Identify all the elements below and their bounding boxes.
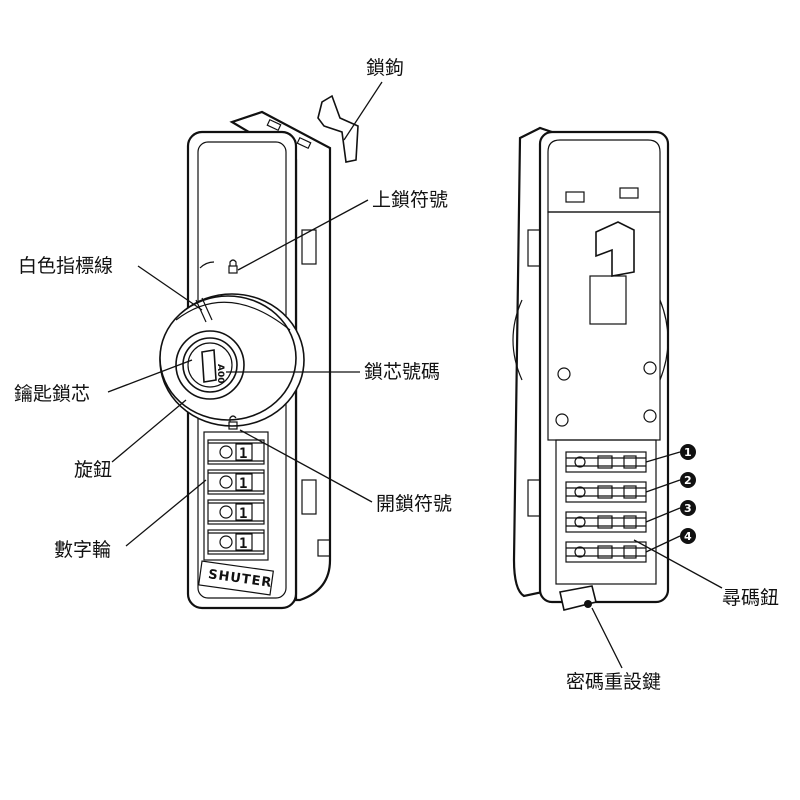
side-bulge-left	[512, 299, 523, 381]
label-code-reset-key: 密碼重設鍵	[566, 671, 661, 693]
screw	[555, 413, 569, 427]
label-white-indicator-line: 白色指標線	[18, 255, 113, 277]
hook-slot	[589, 275, 627, 325]
label-latch-hook: 鎖鉤	[366, 57, 404, 79]
key-cylinder: A00	[175, 330, 245, 400]
number-wheel[interactable]: 1	[207, 469, 265, 495]
wheel-digit: 1	[239, 446, 247, 462]
wheel-zero-mark	[219, 445, 233, 459]
label-key-cylinder-number: 鎖芯號碼	[364, 361, 440, 383]
cylinder-code: A00	[215, 364, 225, 384]
button-marker: 1	[645, 444, 696, 463]
label-unlock-symbol: 開鎖符號	[376, 493, 452, 515]
button-marker: 2	[645, 472, 696, 493]
callout-labels: 鎖鉤 上鎖符號 白色指標線 鎖芯號碼 鑰匙鎖芯 旋鈕 開鎖符號 數字輪 尋碼鈕 …	[14, 57, 779, 693]
marker-number: 1	[684, 446, 692, 459]
screw	[643, 361, 657, 375]
number-wheel[interactable]: 1	[207, 499, 265, 525]
wheel-zero-mark	[219, 505, 233, 519]
button-markers: 1 2 3 4	[645, 444, 696, 553]
mechanism-window	[555, 439, 657, 585]
label-lock-symbol: 上鎖符號	[372, 189, 448, 211]
back-view: 1 2 3 4	[512, 126, 696, 611]
search-code-button[interactable]	[565, 451, 647, 473]
code-reset-key	[584, 600, 592, 608]
latch-hook-shape	[317, 94, 359, 163]
side-slot-upper	[301, 229, 317, 265]
marker-number: 4	[684, 530, 692, 543]
label-number-wheels: 數字輪	[54, 539, 111, 561]
wheel-digit: 1	[239, 536, 247, 552]
keyhole-icon	[201, 349, 217, 383]
number-wheel[interactable]: 1	[207, 439, 265, 465]
top-tab-right	[619, 187, 639, 199]
number-wheel[interactable]: 1	[207, 529, 265, 555]
number-wheels: 1 1 1 1	[207, 439, 265, 555]
search-code-button[interactable]	[565, 481, 647, 503]
wheel-zero-mark	[219, 535, 233, 549]
button-marker: 3	[645, 500, 696, 523]
marker-number: 2	[684, 474, 692, 487]
lock-symbol-icon	[228, 259, 238, 274]
wheel-window	[203, 431, 269, 561]
label-knob: 旋鈕	[74, 459, 112, 481]
label-search-code-button: 尋碼鈕	[722, 587, 779, 609]
marker-number: 3	[684, 502, 692, 515]
side-slot-lower	[301, 479, 317, 515]
internal-hook	[595, 221, 635, 277]
screw	[557, 367, 571, 381]
top-tab-left	[565, 191, 585, 203]
wheel-digit: 1	[239, 476, 247, 492]
side-bulge-right	[659, 299, 669, 381]
leader-lines	[107, 81, 723, 669]
label-key-cylinder: 鑰匙鎖芯	[14, 383, 90, 405]
wheel-digit: 1	[239, 506, 247, 522]
wheel-zero-mark	[219, 475, 233, 489]
side-clip	[317, 539, 331, 557]
back-body	[538, 130, 670, 604]
screw	[643, 409, 657, 423]
white-indicator-line-mark	[195, 299, 207, 323]
unlock-symbol-icon	[228, 415, 238, 430]
brand-plate	[198, 560, 274, 596]
indicator-arc	[199, 261, 215, 269]
